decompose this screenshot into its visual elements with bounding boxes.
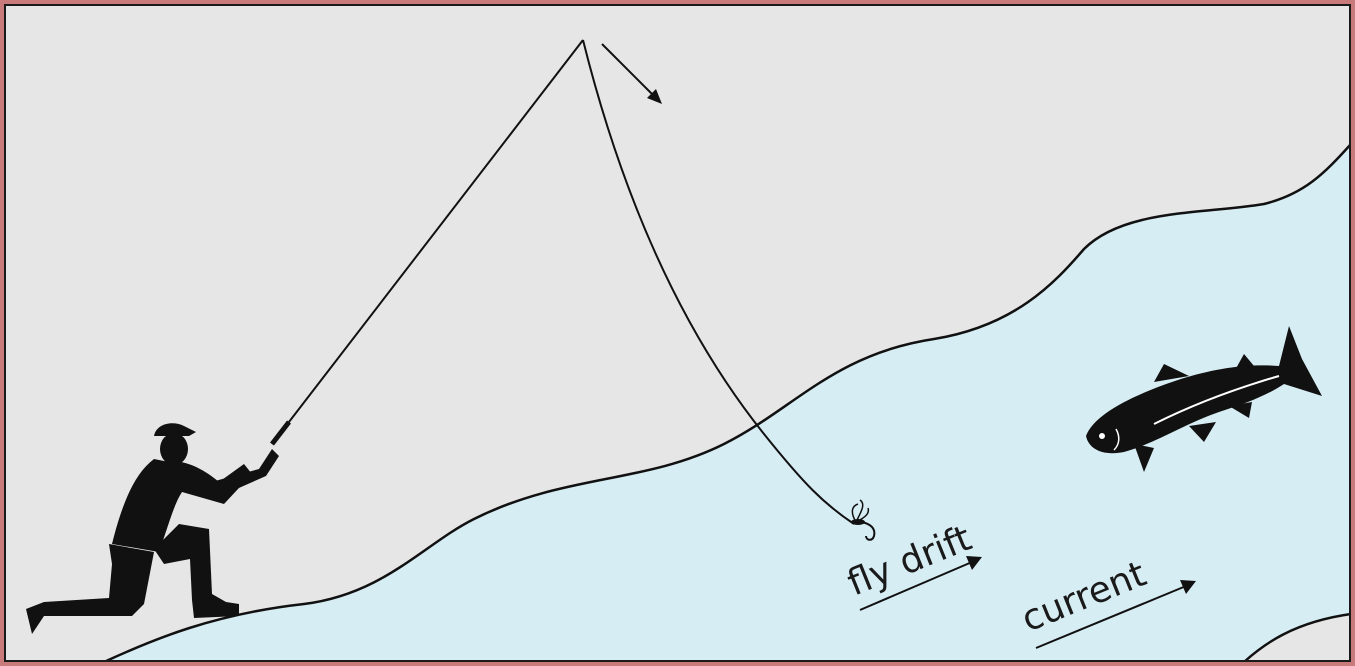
rod-motion-arrow <box>602 44 662 104</box>
fly-fishing-diagram: fly drift current <box>4 4 1351 662</box>
fishing-rod <box>272 40 583 444</box>
angler-silhouette-icon <box>26 423 279 634</box>
rod-butt <box>272 422 289 444</box>
